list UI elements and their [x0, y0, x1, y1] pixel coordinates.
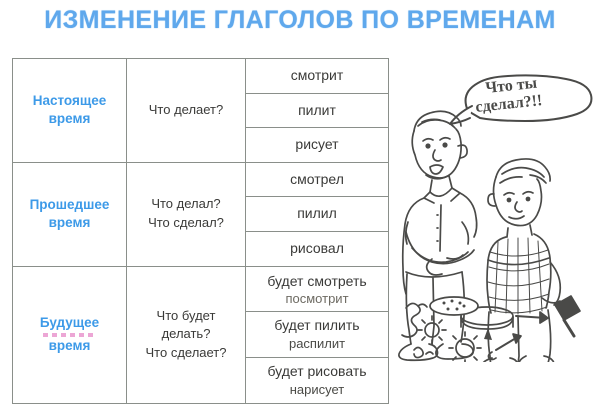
verb-tense-table: Настоящее время Что делает? смотрит пили… — [12, 58, 389, 405]
table-row: Настоящее время Что делает? смотрит — [12, 58, 389, 163]
verb-form-future-2: будет пилить распилит — [245, 311, 389, 359]
gear-part — [448, 331, 482, 362]
verb-form-present-2: пилит — [245, 92, 389, 129]
verb-form-past-2-main: пилил — [297, 205, 337, 222]
gear-part — [417, 315, 447, 345]
question-future-1b: делать? — [161, 326, 211, 342]
question-future-2: Что сделает? — [145, 345, 227, 361]
scan-artifact-line — [42, 333, 97, 338]
table-row: будет рисовать нарисует — [13, 357, 389, 404]
verb-form-future-3-main: будет рисовать — [267, 363, 367, 380]
verb-form-present-1-main: смотрит — [290, 67, 344, 84]
verb-form-future-1: будет смотреть посмотрит — [245, 265, 389, 313]
verb-form-future-1-perfective: посмотрит — [285, 291, 349, 307]
tense-label-future-line2: время — [48, 338, 91, 354]
speech-bubble-line2: сделал?!! — [475, 92, 543, 116]
tense-label-past-line1: Прошедшее — [29, 197, 110, 213]
page-title: ИЗМЕНЕНИЕ ГЛАГОЛОВ ПО ВРЕМЕНАМ — [44, 6, 556, 34]
broken-clock — [401, 296, 549, 362]
question-past-2: Что сделал? — [148, 215, 224, 231]
tense-label-past: Прошедшее время — [12, 161, 127, 267]
table-row: рисует — [13, 127, 389, 163]
question-future-1a: Что будет — [156, 307, 216, 323]
tense-label-past-line2: время — [48, 215, 91, 231]
speech-bubble-text: Что ты сделал?!! — [475, 75, 543, 116]
verb-form-future-2-perfective: распилит — [288, 335, 346, 351]
verb-form-past-3-main: рисовал — [290, 240, 344, 257]
speech-bubble-shape — [449, 74, 593, 125]
table-row: Прошедшее время Что делал? Что сделал? с… — [12, 161, 389, 267]
tense-label-future: Будущее время — [12, 265, 127, 405]
verb-form-past-1-main: смотрел — [290, 170, 344, 187]
question-cell-future: Что будет делать? Что сделает? — [126, 265, 246, 405]
question-past-1: Что делал? — [151, 196, 221, 212]
table-row: будет пилить распилит — [13, 311, 389, 359]
verb-form-present-3-main: рисует — [295, 136, 339, 153]
verb-form-present-1: смотрит — [245, 58, 389, 94]
verb-form-future-3: будет рисовать нарисует — [245, 357, 389, 404]
verb-form-past-3: рисовал — [245, 231, 389, 267]
verb-form-future-2-main: будет пилить — [274, 317, 360, 334]
table-row: рисовал — [13, 231, 389, 267]
cartoon-illustration: Что ты сделал?!! — [392, 62, 598, 362]
verb-form-present-3: рисует — [245, 127, 389, 163]
table-row: Будущее время Что будет делать? Что сдел… — [12, 265, 389, 405]
verb-form-past-1: смотрел — [245, 161, 389, 198]
verb-form-past-2: пилил — [245, 196, 389, 233]
adult-figure — [398, 110, 478, 362]
question-cell-past: Что делал? Что сделал? — [126, 161, 246, 267]
verb-form-future-1-main: будет смотреть — [267, 272, 367, 289]
tense-label-present-line1: Настоящее — [32, 93, 107, 109]
tense-label-present: Настоящее время — [12, 58, 127, 163]
child-figure — [482, 158, 581, 362]
question-cell-present: Что делает? — [126, 58, 246, 163]
tense-label-present-line2: время — [48, 111, 91, 127]
question-present-1: Что делает? — [148, 101, 224, 117]
verb-form-present-2-main: пилит — [298, 101, 336, 118]
verb-form-future-3-perfective: нарисует — [289, 381, 345, 397]
table-row: пилит — [13, 92, 389, 129]
speech-bubble-line1: Что ты — [485, 75, 539, 97]
tense-label-future-line1: Будущее — [39, 315, 100, 331]
